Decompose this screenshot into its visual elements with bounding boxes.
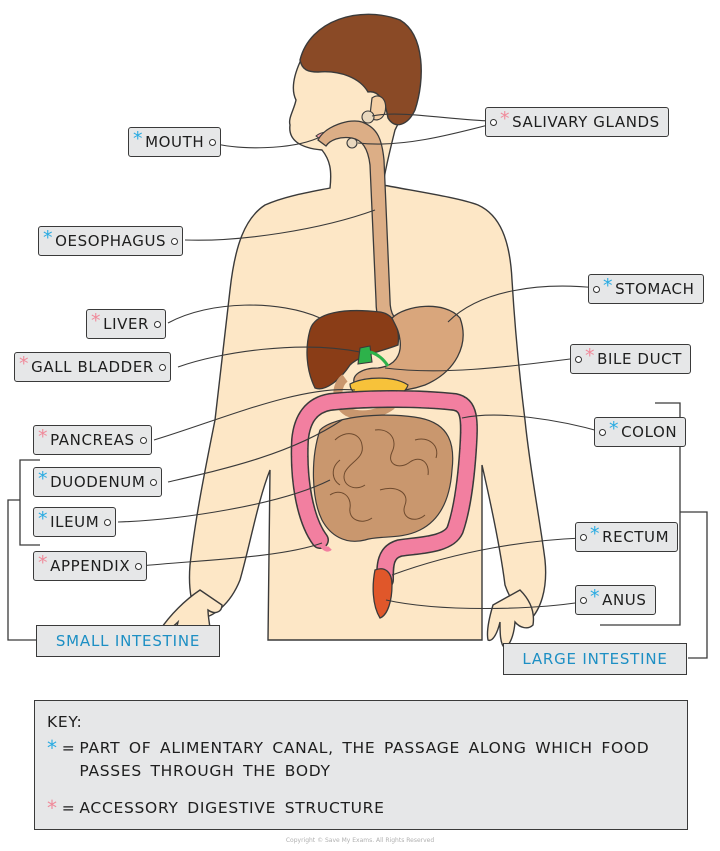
- tag-hole-icon: [580, 534, 587, 541]
- tag-hole-icon: [139, 437, 147, 444]
- appendix: [315, 534, 332, 552]
- pointer-lines: [117, 113, 603, 610]
- blue-star-icon: *: [38, 507, 49, 530]
- pink-star-icon: *: [500, 107, 511, 130]
- label-liver-text: LIVER: [103, 315, 150, 333]
- key-blue-text: PART OF ALIMENTARY CANAL, THE PASSAGE AL…: [79, 739, 650, 780]
- blue-star-icon: *: [47, 736, 58, 760]
- key-row-blue: * = PART OF ALIMENTARY CANAL, THE PASSAG…: [47, 737, 675, 783]
- tag-hole-icon: [593, 286, 600, 293]
- label-anus: * ANUS: [575, 585, 656, 615]
- copyright-text: Copyright © Save My Exams. All Rights Re…: [285, 837, 435, 844]
- blue-star-icon: *: [590, 522, 601, 545]
- pink-star-icon: *: [38, 551, 49, 574]
- label-colon-text: COLON: [621, 423, 678, 441]
- label-bile-duct-text: BILE DUCT: [597, 350, 682, 368]
- key-title: KEY:: [47, 713, 83, 731]
- label-oesophagus: * OESOPHAGUS: [38, 226, 184, 256]
- label-gall-bladder-text: GALL BLADDER: [31, 358, 154, 376]
- blue-star-icon: *: [603, 274, 614, 297]
- liver: [306, 309, 400, 390]
- label-ileum-text: ILEUM: [50, 513, 100, 531]
- label-colon: * COLON: [594, 417, 687, 447]
- blue-star-icon: *: [590, 585, 601, 608]
- label-duodenum-text: DUODENUM: [50, 473, 146, 491]
- label-appendix-text: APPENDIX: [50, 557, 131, 575]
- key-equals: =: [61, 799, 76, 817]
- tag-hole-icon: [104, 519, 112, 526]
- pink-star-icon: *: [585, 344, 596, 367]
- salivary-gland-upper: [361, 110, 375, 124]
- label-appendix: * APPENDIX: [33, 551, 148, 581]
- label-pancreas: * PANCREAS: [33, 425, 152, 455]
- label-stomach: * STOMACH: [588, 274, 704, 304]
- label-bile-duct: * BILE DUCT: [570, 344, 691, 374]
- label-rectum: * RECTUM: [575, 522, 679, 552]
- blue-star-icon: *: [38, 467, 49, 490]
- label-stomach-text: STOMACH: [615, 280, 695, 298]
- label-salivary-glands-text: SALIVARY GLANDS: [512, 113, 660, 131]
- label-rectum-text: RECTUM: [602, 528, 670, 546]
- gall-bladder: [357, 345, 373, 365]
- pink-star-icon: *: [47, 796, 58, 820]
- group-large-intestine: LARGE INTESTINE: [503, 643, 687, 675]
- hair: [299, 13, 422, 126]
- label-gall-bladder: * GALL BLADDER: [14, 352, 171, 382]
- tag-hole-icon: [150, 479, 158, 486]
- colon-fill: [292, 391, 477, 588]
- bile-duct-tube: [369, 350, 390, 367]
- small-intestine-folds: [329, 429, 438, 522]
- tag-hole-icon: [158, 364, 166, 371]
- key-pink-text: ACCESSORY DIGESTIVE STRUCTURE: [79, 799, 385, 817]
- tag-hole-icon: [209, 139, 217, 146]
- duodenum-loop: [333, 374, 395, 420]
- pink-star-icon: *: [19, 352, 30, 375]
- group-small-intestine: SMALL INTESTINE: [36, 625, 220, 657]
- key-box: KEY: * = PART OF ALIMENTARY CANAL, THE P…: [34, 700, 688, 830]
- tag-hole-icon: [171, 238, 179, 245]
- tag-hole-icon: [599, 429, 606, 436]
- key-equals: =: [61, 739, 76, 757]
- key-row-pink: * = ACCESSORY DIGESTIVE STRUCTURE: [47, 797, 675, 820]
- blue-star-icon: *: [43, 226, 54, 249]
- label-oesophagus-text: OESOPHAGUS: [55, 232, 167, 250]
- pink-star-icon: *: [91, 309, 102, 332]
- blue-star-icon: *: [609, 417, 620, 440]
- group-small-intestine-text: SMALL INTESTINE: [55, 632, 201, 650]
- tag-hole-icon: [575, 356, 582, 363]
- label-ileum: * ILEUM: [33, 507, 117, 537]
- label-duodenum: * DUODENUM: [33, 467, 163, 497]
- tag-hole-icon: [154, 321, 162, 328]
- label-anus-text: ANUS: [602, 591, 647, 609]
- rectum: [372, 568, 393, 619]
- tag-hole-icon: [490, 119, 497, 126]
- label-liver: * LIVER: [86, 309, 167, 339]
- blue-star-icon: *: [133, 127, 144, 150]
- label-mouth: * MOUTH: [128, 127, 222, 157]
- pink-star-icon: *: [38, 425, 49, 448]
- label-salivary-glands: * SALIVARY GLANDS: [485, 107, 669, 137]
- group-brackets: [7, 402, 708, 659]
- small-intestine: [312, 414, 454, 542]
- group-large-intestine-text: LARGE INTESTINE: [522, 650, 668, 668]
- label-mouth-text: MOUTH: [145, 133, 205, 151]
- label-pancreas-text: PANCREAS: [50, 431, 135, 449]
- tag-hole-icon: [580, 597, 587, 604]
- tag-hole-icon: [135, 563, 143, 570]
